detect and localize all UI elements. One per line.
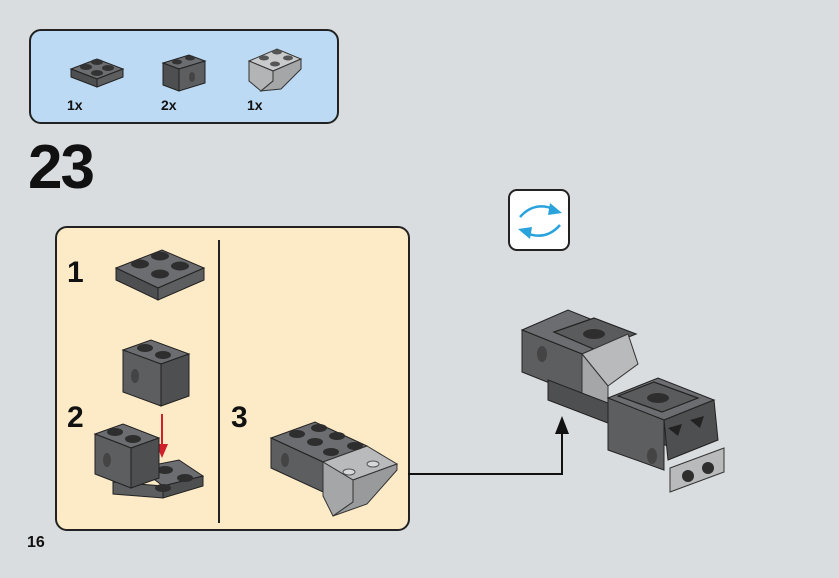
part-quantity: 1x [247, 97, 263, 113]
substep-number: 2 [67, 401, 84, 434]
substep-panel: 1 2 3 [55, 226, 410, 531]
part-2x2-plate [69, 58, 125, 88]
callout-arrow [408, 416, 569, 475]
part-technic-brick [161, 54, 207, 92]
substep-divider [218, 240, 220, 523]
parts-list: 1x 2x 1x [29, 29, 339, 124]
substep-2-brick [121, 339, 191, 407]
part-quantity: 2x [161, 97, 177, 113]
substep-2-assembly [93, 423, 205, 499]
substep-1-plate [114, 249, 206, 301]
part-quantity: 1x [67, 97, 83, 113]
substep-3-assembly [269, 421, 399, 517]
rotate-icon [518, 203, 562, 239]
step-number: 23 [28, 133, 95, 202]
substep-number: 1 [67, 256, 84, 289]
substep-number: 3 [231, 401, 248, 434]
rotate-model-indicator [508, 189, 570, 251]
page-number: 16 [27, 534, 45, 551]
part-inverted-slope [247, 48, 303, 92]
final-model [520, 309, 725, 493]
